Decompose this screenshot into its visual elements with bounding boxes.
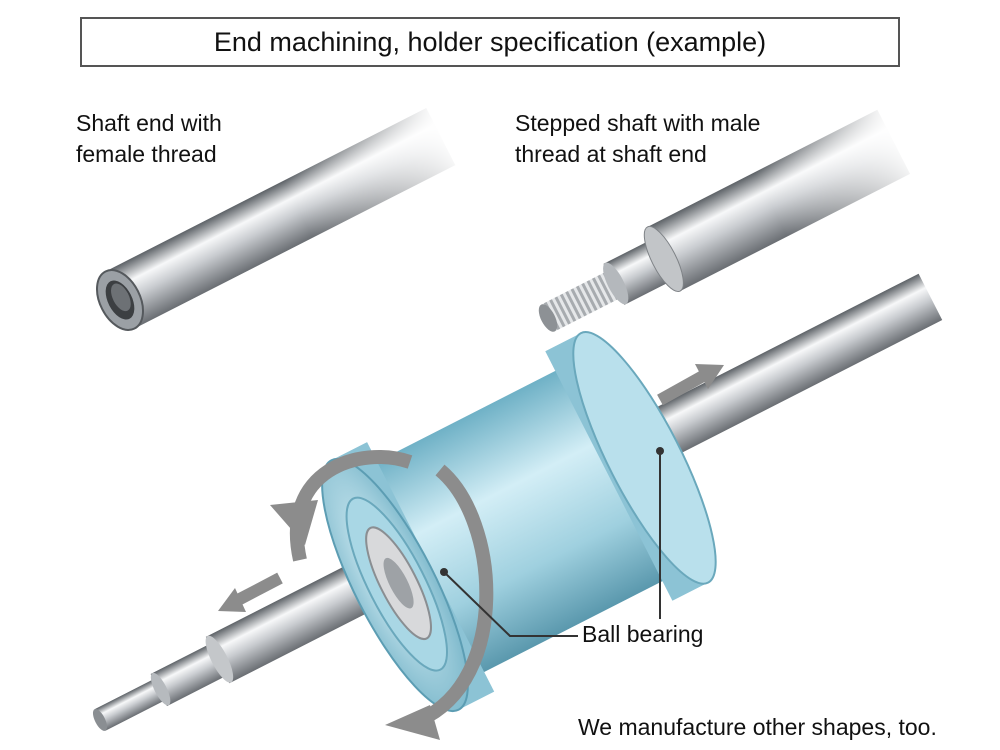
female-thread-shaft	[96, 101, 466, 331]
ball-bearing-leaders	[440, 447, 664, 637]
label-ball-bearing: Ball bearing	[582, 621, 704, 647]
label-female-thread: Shaft end with female thread	[76, 110, 222, 167]
rotation-arrow	[270, 450, 494, 740]
linear-arrow-left	[218, 572, 283, 612]
male-thread-shaft	[538, 102, 922, 332]
title-text: End machining, holder specification (exa…	[213, 26, 767, 57]
label-male-thread: Stepped shaft with male thread at shaft …	[515, 110, 761, 167]
linear-arrow-right	[657, 364, 724, 406]
diagram-title: End machining, holder specification (exa…	[80, 17, 900, 67]
footnote: We manufacture other shapes, too.	[578, 714, 937, 740]
holder-housing	[321, 331, 717, 713]
